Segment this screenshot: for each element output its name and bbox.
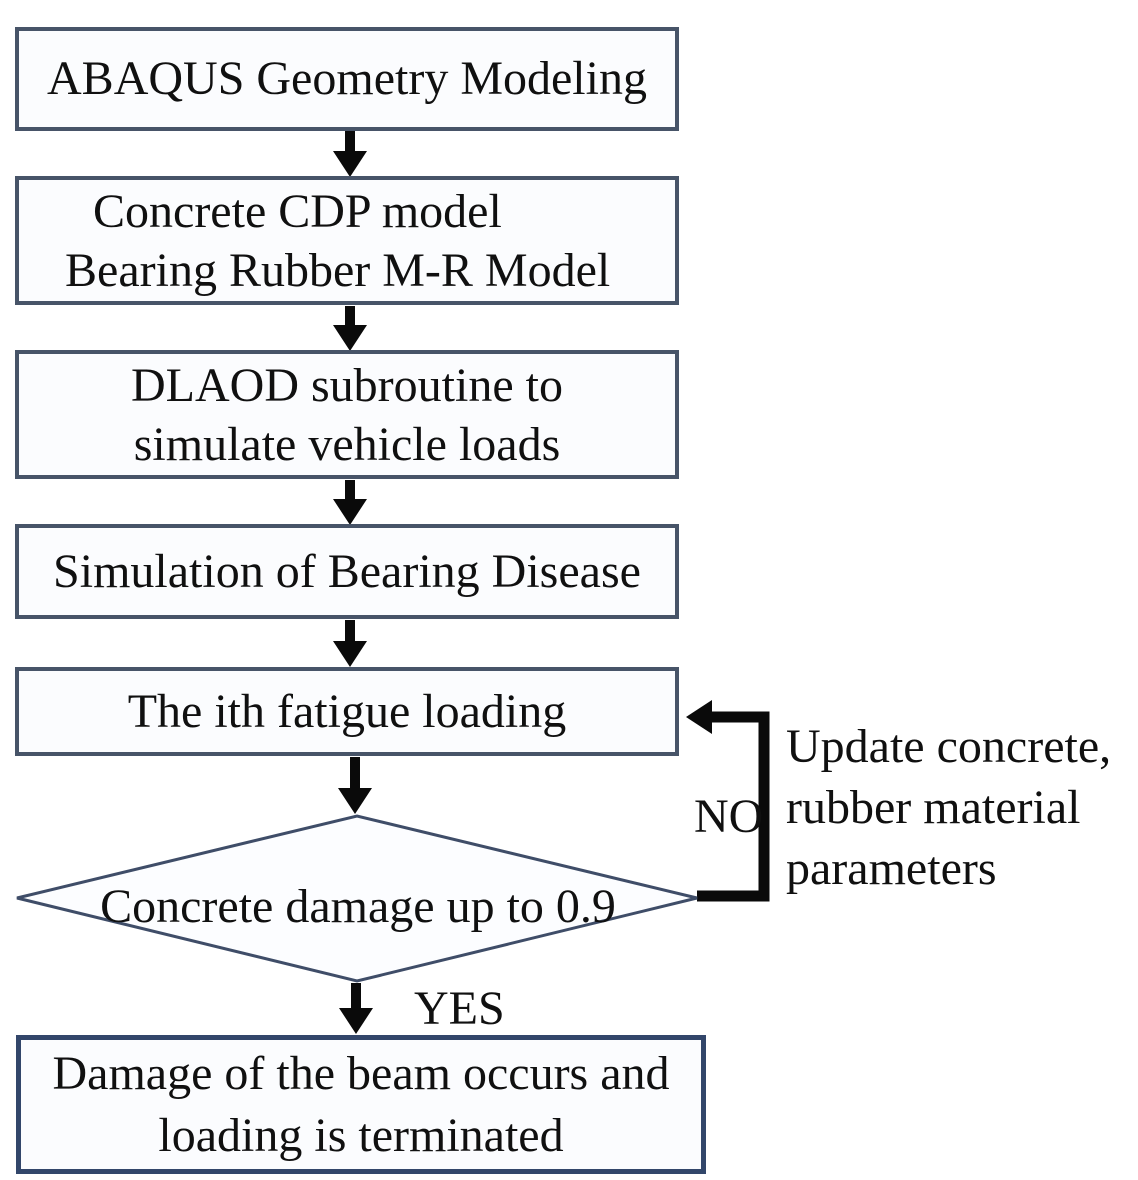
process-box-material-models: Concrete CDP model Bearing Rubber M-R Mo… bbox=[15, 176, 679, 305]
no-branch-label: NO bbox=[694, 790, 764, 843]
process-box-bearing-disease: Simulation of Bearing Disease bbox=[15, 524, 679, 619]
decision-diamond-shape bbox=[16, 814, 698, 983]
yes-branch-arrow bbox=[339, 983, 373, 1034]
flow-arrow-1 bbox=[333, 131, 367, 177]
feedback-note-line: rubber material bbox=[786, 781, 1081, 834]
process-box-label: Concrete CDP model bbox=[93, 184, 502, 238]
process-box-label: simulate vehicle loads bbox=[133, 417, 561, 471]
feedback-note: Update concrete, rubber material paramet… bbox=[786, 716, 1138, 899]
flow-arrow-3 bbox=[333, 480, 367, 525]
feedback-loop-line bbox=[697, 711, 770, 902]
process-box-fatigue-loading: The ith fatigue loading bbox=[15, 667, 679, 756]
yes-branch-label: YES bbox=[414, 982, 505, 1035]
feedback-note-line: Update concrete, bbox=[786, 720, 1112, 773]
feedback-loop-arrowhead bbox=[686, 700, 712, 734]
decision-diamond-label: Concrete damage up to 0.9 bbox=[100, 880, 616, 933]
flow-arrow-2 bbox=[333, 306, 367, 351]
flow-arrow-4 bbox=[333, 620, 367, 667]
terminal-box-label: Damage of the beam occurs and bbox=[52, 1046, 670, 1100]
process-box-abaqus-modeling: ABAQUS Geometry Modeling bbox=[15, 27, 679, 131]
feedback-note-line: parameters bbox=[786, 842, 997, 895]
process-box-label: Simulation of Bearing Disease bbox=[53, 544, 641, 598]
process-box-label: DLAOD subroutine to bbox=[131, 358, 563, 412]
process-box-dlaod-subroutine: DLAOD subroutine to simulate vehicle loa… bbox=[15, 350, 679, 479]
process-box-label: The ith fatigue loading bbox=[127, 684, 567, 738]
terminal-box-label: loading is terminated bbox=[158, 1108, 564, 1162]
process-box-label: Bearing Rubber M-R Model bbox=[65, 243, 611, 297]
flow-arrow-5 bbox=[338, 757, 372, 814]
terminal-box-damage: Damage of the beam occurs and loading is… bbox=[16, 1035, 706, 1174]
process-box-label: ABAQUS Geometry Modeling bbox=[47, 52, 647, 105]
